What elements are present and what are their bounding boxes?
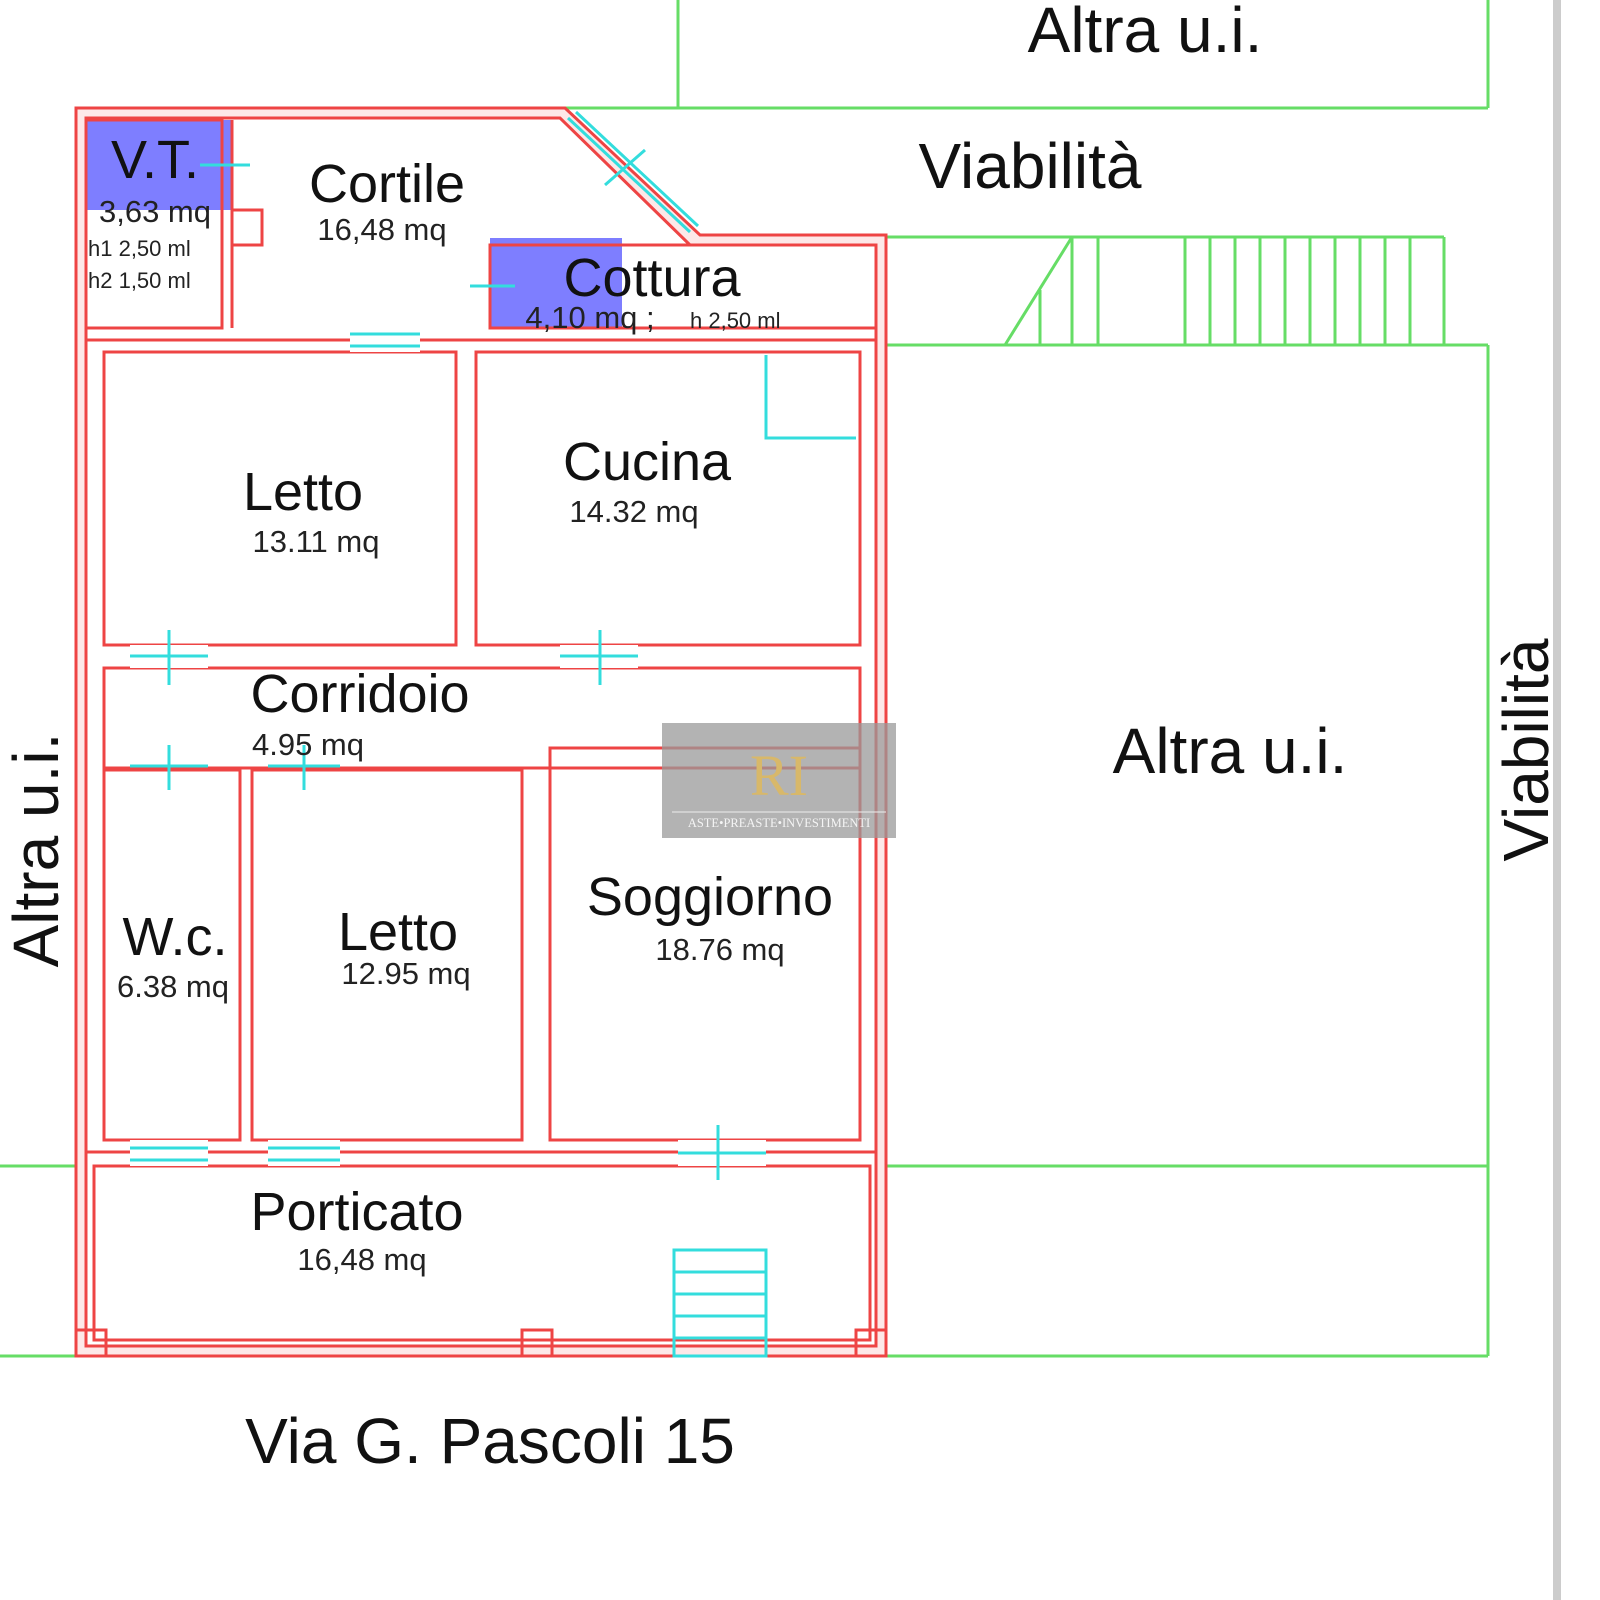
room-cortile-area: 16,48 mq	[317, 212, 446, 247]
room-porticato-name: Porticato	[250, 1182, 463, 1242]
label-altra-ui-top: Altra u.i.	[1028, 0, 1263, 66]
cottura-highlight	[490, 238, 622, 328]
room-letto2-area: 12.95 mq	[341, 956, 470, 991]
room-wc-area: 6.38 mq	[117, 969, 229, 1004]
room-cottura-height: h 2,50 ml	[690, 308, 781, 333]
room-wc-name: W.c.	[123, 907, 228, 967]
address-label: Via G. Pascoli 15	[245, 1405, 735, 1477]
room-letto1-area: 13.11 mq	[253, 524, 380, 559]
room-corridoio-area: 4.95 mq	[252, 727, 364, 762]
room-soggiorno-name: Soggiorno	[587, 867, 833, 927]
room-cucina-name: Cucina	[563, 432, 732, 492]
room-cottura-name: Cottura	[563, 248, 741, 308]
label-viabilita-right: Viabilità	[1490, 638, 1562, 861]
room-cottura-area: 4,10 mq ;	[525, 300, 654, 335]
room-cucina-area: 14.32 mq	[569, 494, 698, 529]
watermark-text: ASTE•PREASTE•INVESTIMENTI	[688, 816, 870, 830]
entrance-steps	[672, 1248, 768, 1358]
room-cortile-name: Cortile	[309, 154, 465, 214]
room-letto1-name: Letto	[243, 462, 363, 522]
watermark-logo: RI	[750, 743, 808, 808]
openings	[130, 110, 856, 1358]
page-edge	[1553, 0, 1561, 1600]
stair-hatching	[1038, 237, 1446, 345]
label-viabilita-top: Viabilità	[919, 130, 1142, 202]
room-letto2-name: Letto	[338, 902, 458, 962]
label-altra-ui-left: Altra u.i.	[0, 733, 72, 968]
room-corridoio-name: Corridoio	[250, 664, 469, 724]
label-altra-ui-right: Altra u.i.	[1113, 715, 1348, 787]
watermark: RI ASTE•PREASTE•INVESTIMENTI	[662, 723, 896, 838]
room-porticato-area: 16,48 mq	[297, 1242, 426, 1277]
room-vt-area: 3,63 mq	[99, 194, 211, 229]
room-vt-h1: h1 2,50 ml	[88, 236, 191, 261]
room-soggiorno-area: 18.76 mq	[655, 932, 784, 967]
room-vt-name: V.T.	[111, 130, 199, 190]
room-vt-h2: h2 1,50 ml	[88, 268, 191, 293]
